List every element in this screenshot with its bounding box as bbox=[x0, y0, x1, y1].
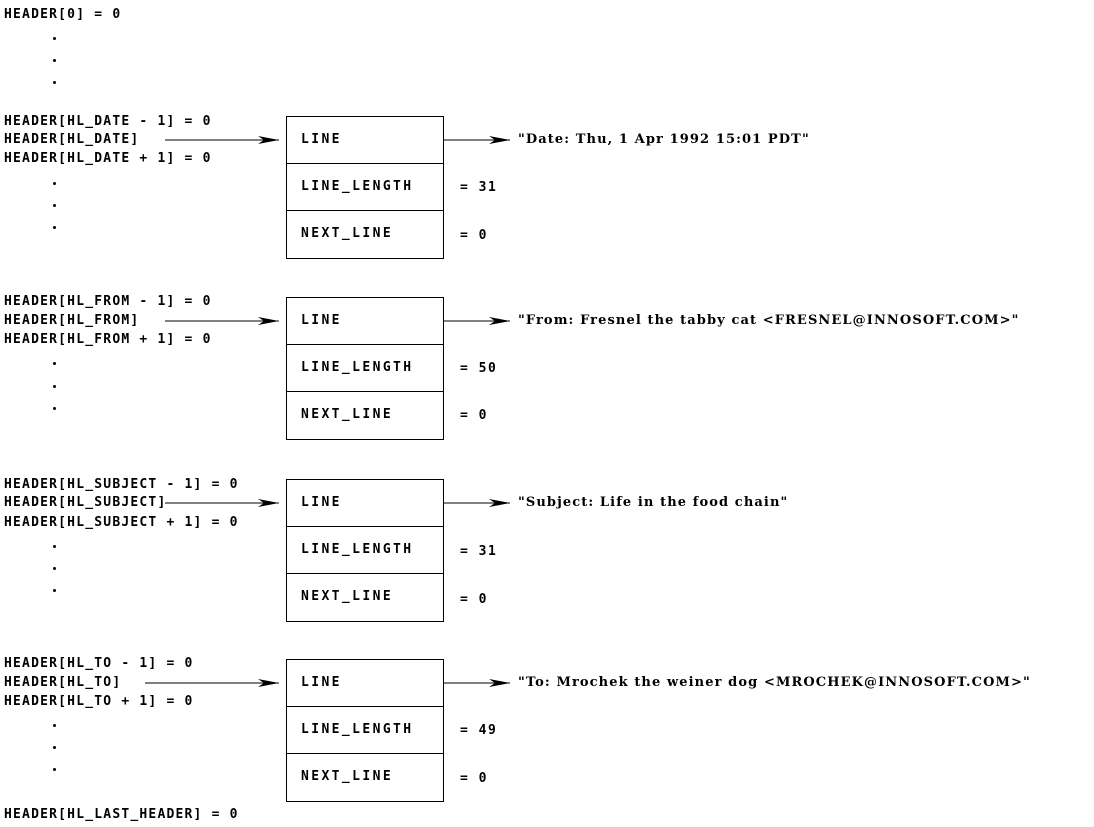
line-length-field-label: LINE_LENGTH bbox=[301, 360, 414, 375]
next-line-value: = 0 bbox=[460, 592, 488, 607]
ellipsis-dot bbox=[53, 37, 56, 40]
ellipsis-dot bbox=[53, 182, 56, 185]
header-next-label: HEADER[HL_TO + 1] = 0 bbox=[4, 694, 194, 709]
ellipsis-dot bbox=[53, 567, 56, 570]
line-length-field: LINE_LENGTH bbox=[287, 164, 443, 211]
header-next-label: HEADER[HL_DATE + 1] = 0 bbox=[4, 151, 212, 166]
next-line-value: = 0 bbox=[460, 771, 488, 786]
line-field-label: LINE bbox=[301, 132, 342, 147]
line-field-label: LINE bbox=[301, 495, 342, 510]
line-length-field-label: LINE_LENGTH bbox=[301, 542, 414, 557]
header-line-text: "Date: Thu, 1 Apr 1992 15:01 PDT" bbox=[518, 132, 810, 147]
ellipsis-dot bbox=[53, 226, 56, 229]
line-field: LINE bbox=[287, 117, 443, 164]
header-line-text: "To: Mrochek the weiner dog <MROCHEK@INN… bbox=[518, 675, 1031, 690]
line-field: LINE bbox=[287, 480, 443, 527]
ellipsis-dot bbox=[53, 545, 56, 548]
next-line-field: NEXT_LINE bbox=[287, 392, 443, 439]
header-line-text: "Subject: Life in the food chain" bbox=[518, 495, 789, 510]
line-record-box: LINE LINE_LENGTH NEXT_LINE bbox=[286, 479, 444, 622]
line-field-label: LINE bbox=[301, 675, 342, 690]
next-line-field: NEXT_LINE bbox=[287, 211, 443, 258]
next-line-field-label: NEXT_LINE bbox=[301, 407, 394, 422]
line-length-field: LINE_LENGTH bbox=[287, 527, 443, 574]
line-record-box: LINE LINE_LENGTH NEXT_LINE bbox=[286, 297, 444, 440]
header-pointer-label: HEADER[HL_SUBJECT] bbox=[4, 495, 167, 510]
header-prev-label: HEADER[HL_TO - 1] = 0 bbox=[4, 656, 194, 671]
header-zero-label: HEADER[0] = 0 bbox=[4, 7, 122, 22]
ellipsis-dot bbox=[53, 724, 56, 727]
next-line-field-label: NEXT_LINE bbox=[301, 226, 394, 241]
header-prev-label: HEADER[HL_FROM - 1] = 0 bbox=[4, 294, 212, 309]
line-field: LINE bbox=[287, 660, 443, 707]
ellipsis-dot bbox=[53, 385, 56, 388]
line-length-value: = 49 bbox=[460, 723, 498, 738]
last-header-label: HEADER[HL_LAST_HEADER] = 0 bbox=[4, 807, 239, 822]
ellipsis-dot bbox=[53, 407, 56, 410]
next-line-field-label: NEXT_LINE bbox=[301, 769, 394, 784]
header-next-label: HEADER[HL_SUBJECT + 1] = 0 bbox=[4, 515, 239, 530]
line-length-value: = 31 bbox=[460, 544, 498, 559]
line-length-value: = 50 bbox=[460, 361, 498, 376]
ellipsis-dot bbox=[53, 59, 56, 62]
header-prev-label: HEADER[HL_SUBJECT - 1] = 0 bbox=[4, 477, 239, 492]
line-record-box: LINE LINE_LENGTH NEXT_LINE bbox=[286, 659, 444, 802]
header-pointer-label: HEADER[HL_DATE] bbox=[4, 132, 140, 147]
ellipsis-dot bbox=[53, 589, 56, 592]
ellipsis-dot bbox=[53, 768, 56, 771]
ellipsis-dot bbox=[53, 204, 56, 207]
header-pointer-label: HEADER[HL_TO] bbox=[4, 675, 122, 690]
line-length-field-label: LINE_LENGTH bbox=[301, 722, 414, 737]
next-line-field: NEXT_LINE bbox=[287, 754, 443, 801]
line-length-field: LINE_LENGTH bbox=[287, 345, 443, 392]
header-line-text: "From: Fresnel the tabby cat <FRESNEL@IN… bbox=[518, 313, 1020, 328]
line-length-value: = 31 bbox=[460, 180, 498, 195]
header-pointer-label: HEADER[HL_FROM] bbox=[4, 313, 140, 328]
next-line-field-label: NEXT_LINE bbox=[301, 589, 394, 604]
ellipsis-dot bbox=[53, 81, 56, 84]
next-line-value: = 0 bbox=[460, 228, 488, 243]
line-length-field: LINE_LENGTH bbox=[287, 707, 443, 754]
ellipsis-dot bbox=[53, 362, 56, 365]
line-field: LINE bbox=[287, 298, 443, 345]
ellipsis-dot bbox=[53, 746, 56, 749]
next-line-field: NEXT_LINE bbox=[287, 574, 443, 621]
header-prev-label: HEADER[HL_DATE - 1] = 0 bbox=[4, 114, 212, 129]
line-field-label: LINE bbox=[301, 313, 342, 328]
line-length-field-label: LINE_LENGTH bbox=[301, 179, 414, 194]
next-line-value: = 0 bbox=[460, 408, 488, 423]
line-record-box: LINE LINE_LENGTH NEXT_LINE bbox=[286, 116, 444, 259]
header-next-label: HEADER[HL_FROM + 1] = 0 bbox=[4, 332, 212, 347]
